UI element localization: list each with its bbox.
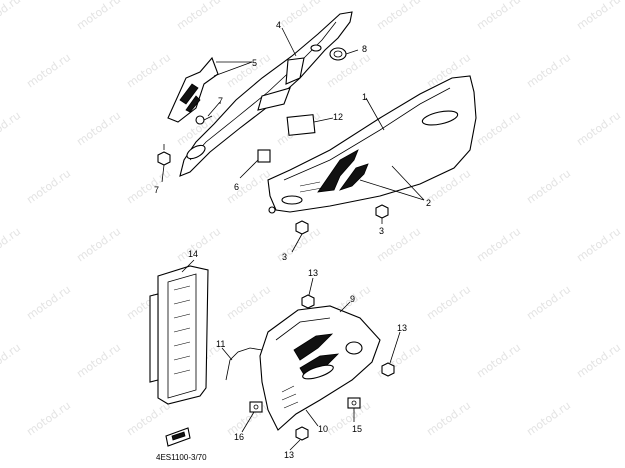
diagram-code: 4ES1100-3/70 <box>156 453 207 462</box>
callout-15: 15 <box>352 424 362 434</box>
callout-12: 12 <box>333 112 343 122</box>
callout-4: 4 <box>276 20 281 30</box>
watermark-text: motod.ru <box>474 225 523 265</box>
watermark-text: motod.ru <box>174 225 223 265</box>
watermark-text: motod.ru <box>74 109 123 149</box>
callout-7a: 7 <box>218 96 223 106</box>
part-13-screw-right <box>381 362 395 377</box>
part-12-decal <box>286 114 316 136</box>
watermark-text: motod.ru <box>174 0 223 32</box>
watermark-text: motod.ru <box>0 109 23 149</box>
part-4-side-cover-left <box>179 11 353 177</box>
callout-9: 9 <box>350 294 355 304</box>
watermark-text: motod.ru <box>74 0 123 32</box>
part-7-bolt-lower <box>157 144 171 166</box>
watermark-text: motod.ru <box>24 399 73 439</box>
part-14-radiator-guard <box>149 265 209 405</box>
watermark-text: motod.ru <box>224 167 273 207</box>
part-15-nut <box>347 397 361 409</box>
watermark-text: motod.ru <box>124 167 173 207</box>
callout-10: 10 <box>318 424 328 434</box>
watermark-text: motod.ru <box>574 109 623 149</box>
callout-labels: 1 2 3 3 4 5 6 7 7 8 9 10 11 12 13 13 13 … <box>154 20 431 460</box>
watermark-text: motod.ru <box>224 399 273 439</box>
callout-3b: 3 <box>282 252 287 262</box>
watermark-text: motod.ru <box>274 0 323 32</box>
part-13-screw-top <box>301 294 315 309</box>
callout-8: 8 <box>362 44 367 54</box>
part-6-damper <box>257 149 271 163</box>
part-5-emblem <box>167 56 219 123</box>
watermark-text: motod.ru <box>424 399 473 439</box>
watermark-text: motod.ru <box>524 51 573 91</box>
watermark-text: motod.ru <box>0 341 23 381</box>
watermark-text: motod.ru <box>124 399 173 439</box>
callout-13b: 13 <box>397 323 407 333</box>
watermark-text: motod.ru <box>0 0 23 32</box>
callout-6: 6 <box>234 182 239 192</box>
callout-7b: 7 <box>154 185 159 195</box>
callout-5: 5 <box>252 58 257 68</box>
part-3-screw-a <box>375 204 389 219</box>
leader-lines <box>161 27 425 451</box>
callout-14: 14 <box>188 249 198 259</box>
watermark-text: motod.ru <box>474 109 523 149</box>
callout-1: 1 <box>362 92 367 102</box>
watermark-text: motod.ru <box>524 167 573 207</box>
watermark-text: motod.ru <box>574 0 623 32</box>
watermark-text: motod.ru <box>74 341 123 381</box>
callout-13a: 13 <box>308 268 318 278</box>
callout-2: 2 <box>426 198 431 208</box>
part-3-screw-b <box>295 220 309 235</box>
watermark-text: motod.ru <box>524 399 573 439</box>
part-9-air-scoop <box>259 305 381 431</box>
watermark-text: motod.ru <box>374 341 423 381</box>
watermark-text: motod.ru <box>574 225 623 265</box>
watermark-text: motod.ru <box>24 51 73 91</box>
watermark-text: motod.ru <box>474 341 523 381</box>
part-1-side-cover-right <box>267 75 477 214</box>
watermark-text: motod.ru <box>374 0 423 32</box>
part-8-grommet <box>329 47 347 61</box>
part-16-nut <box>249 401 263 413</box>
watermark-text: motod.ru <box>574 341 623 381</box>
part-13-screw-bottom <box>295 426 309 441</box>
watermark-text: motod.ru <box>474 0 523 32</box>
callout-16: 16 <box>234 432 244 442</box>
watermark-text: motod.ru <box>24 283 73 323</box>
watermark-text: motod.ru <box>424 283 473 323</box>
part-7-bolt-upper <box>195 115 213 125</box>
reference-tag <box>165 427 191 447</box>
callout-13c: 13 <box>284 450 294 460</box>
callout-11: 11 <box>216 339 225 349</box>
watermark-text: motod.ru <box>0 225 23 265</box>
watermark-text: motod.ru <box>224 283 273 323</box>
watermark-text: motod.ru <box>524 283 573 323</box>
callout-3a: 3 <box>379 226 384 236</box>
watermark-text: motod.ru <box>124 51 173 91</box>
watermark-text: motod.ru <box>24 167 73 207</box>
watermark-text: motod.ru <box>74 225 123 265</box>
